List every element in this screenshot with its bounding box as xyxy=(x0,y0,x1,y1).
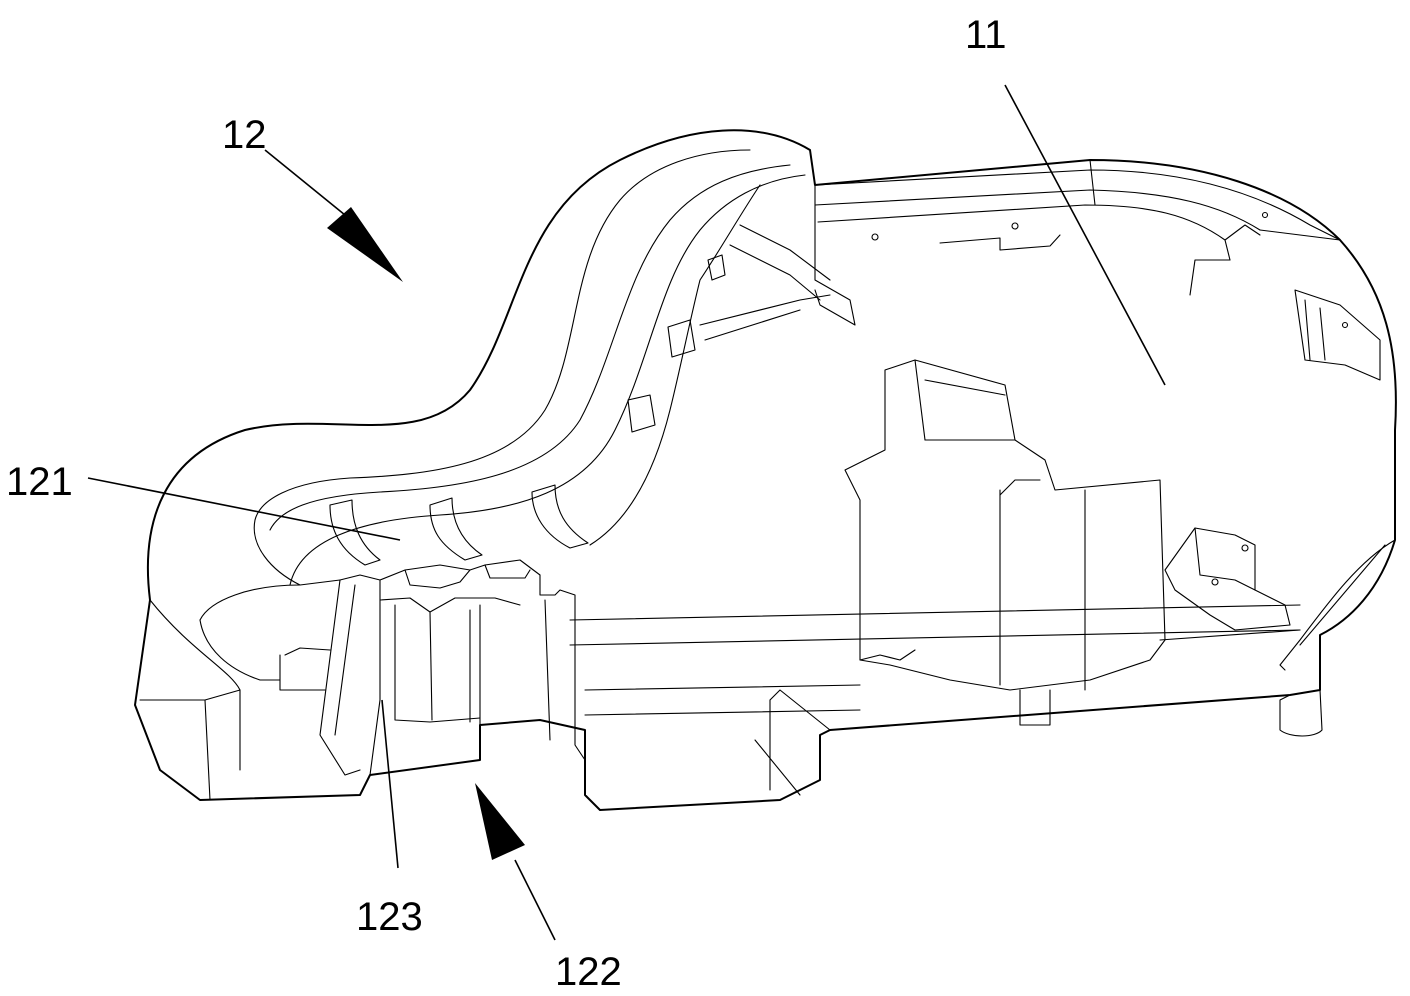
leader-11 xyxy=(1004,84,1166,386)
label-121: 121 xyxy=(6,460,73,504)
label-11: 11 xyxy=(965,13,1007,57)
arrowhead-12 xyxy=(327,207,403,282)
label-122: 122 xyxy=(555,950,622,994)
label-123: 123 xyxy=(356,895,423,939)
leader-123 xyxy=(381,699,399,869)
leader-121 xyxy=(87,477,401,541)
arrowhead-122 xyxy=(475,783,525,860)
leader-122 xyxy=(514,859,556,941)
guide-walls xyxy=(319,559,586,776)
leader-lines xyxy=(87,84,1166,869)
label-12: 12 xyxy=(222,113,267,157)
housing-body xyxy=(134,129,1397,811)
reference-numerals: 11 12 121 123 122 xyxy=(6,13,1007,994)
channel-housing xyxy=(139,149,856,801)
view-arrows xyxy=(264,149,556,941)
leader-12 xyxy=(264,149,346,216)
